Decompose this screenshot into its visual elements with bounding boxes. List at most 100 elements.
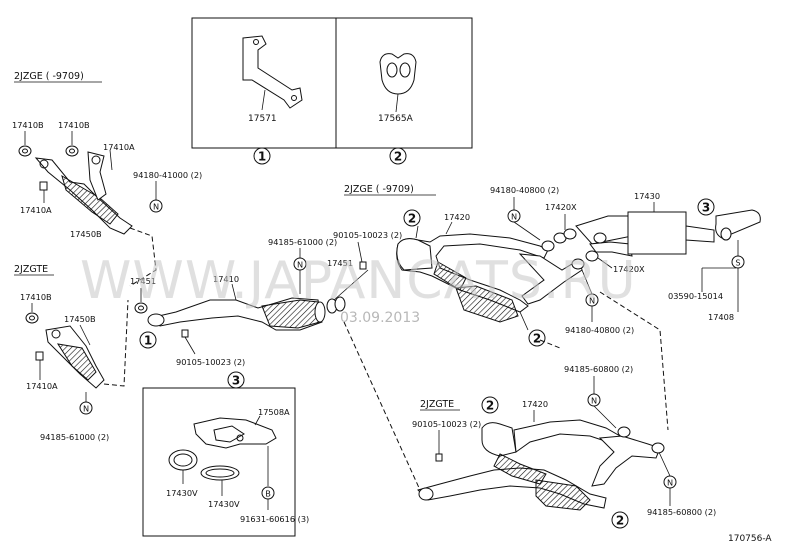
part-17410A-label-2: 17410A: [20, 205, 52, 215]
svg-text:B: B: [265, 489, 271, 499]
part-17408-label: 17408: [708, 312, 734, 322]
svg-text:2: 2: [486, 399, 494, 413]
svg-text:2: 2: [616, 514, 624, 528]
watermark-date: 03.09.2013: [340, 310, 420, 326]
part-91631-60616-label: 91631-60616 (3): [240, 514, 309, 524]
converter-17450B-lower: [45, 324, 105, 389]
header-2jzgte-lower: 2JZGTE: [420, 399, 454, 410]
converter-17450B-upper: [34, 149, 133, 235]
center-pipe-17420-upper: [396, 221, 583, 331]
svg-text:N: N: [511, 212, 517, 222]
circle-2-top: 2: [389, 147, 407, 165]
part-94180-40800-label-b: 94180-40800 (2): [565, 325, 634, 335]
part-94185-61000-label-b: 94185-61000 (2): [268, 237, 337, 247]
part-03590-15014-label: 03590-15014: [668, 291, 723, 301]
watermark-text: WWW.JAPANCATS.RU: [80, 251, 637, 311]
part-17410B-label-2: 17410B: [58, 120, 90, 130]
part-17450B-label-1: 17450B: [70, 229, 102, 239]
nut-N-lower-left: N: [79, 392, 93, 415]
part-17430V-label-b: 17430V: [208, 499, 240, 509]
header-2jzge-mid: 2JZGE ( -9709): [344, 184, 414, 195]
svg-text:2: 2: [533, 332, 541, 346]
part-94185-61000-label-a: 94185-61000 (2): [40, 432, 109, 442]
clamp-S: S: [731, 240, 745, 312]
bolt-90105-lower: [181, 329, 196, 355]
tail-pipe-17430: [575, 202, 715, 257]
nut-N-lower-a: N: [587, 376, 617, 429]
circle-2-lower-b: 2: [611, 511, 629, 529]
bolt-90105-upper: [357, 241, 367, 270]
svg-text:1: 1: [144, 334, 152, 348]
bolt-17410A-upper: [39, 181, 48, 203]
gasket-17410B-1: [18, 131, 32, 157]
bolt-B: B: [261, 486, 275, 510]
part-17410-label: 17410: [213, 274, 239, 284]
part-17430-label: 17430: [634, 191, 660, 201]
part-90105-10023-label-c: 90105-10023 (2): [412, 419, 481, 429]
front-pipe-17410: [147, 283, 326, 331]
part-90105-10023-label-a: 90105-10023 (2): [333, 230, 402, 240]
header-2jzgte-left: 2JZGTE: [14, 264, 48, 275]
part-17571-label: 17571: [248, 114, 277, 124]
part-17430V-label-a: 17430V: [166, 488, 198, 498]
gasket-center: [326, 296, 346, 314]
part-94185-60800-label-a: 94185-60800 (2): [564, 364, 633, 374]
circle-2-mid-b: 2: [528, 329, 546, 347]
part-17420X-label-a: 17420X: [545, 202, 577, 212]
svg-text:2: 2: [408, 212, 416, 226]
bracket-17571-shape: [242, 35, 303, 109]
svg-text:N: N: [589, 296, 595, 306]
bolt-90105-lower-right: [435, 430, 443, 462]
nut-N-upper: N: [149, 181, 163, 213]
circle-1-top: 1: [253, 147, 271, 165]
diagram-id-label: 170756-A: [728, 534, 772, 544]
part-94185-60800-label-b: 94185-60800 (2): [647, 507, 716, 517]
part-17508A-label: 17508A: [258, 407, 290, 417]
gasket-17451-left: [134, 288, 148, 314]
svg-text:2: 2: [394, 150, 402, 164]
circle-2-mid-a: 2: [403, 209, 421, 227]
part-94180-40800-label-a: 94180-40800 (2): [490, 185, 559, 195]
svg-text:N: N: [297, 260, 303, 270]
part-17565A-label: 17565A: [378, 114, 414, 124]
nut-N-mid-b: N: [581, 269, 599, 322]
part-17420-label-a: 17420: [444, 212, 470, 222]
part-17410A-label-3: 17410A: [26, 381, 58, 391]
part-17410B-label-1: 17410B: [12, 120, 44, 130]
tail-tip-17408: [715, 209, 761, 241]
svg-text:N: N: [667, 478, 673, 488]
part-17420X-label-b: 17420X: [613, 264, 645, 274]
svg-text:N: N: [591, 396, 597, 406]
nut-N-center: N: [293, 248, 307, 294]
svg-text:S: S: [735, 258, 740, 268]
svg-text:1: 1: [258, 150, 266, 164]
part-17410B-label-3: 17410B: [20, 292, 52, 302]
header-2jzge-left: 2JZGE ( -9709): [14, 71, 84, 82]
part-17410A-label-1: 17410A: [103, 142, 135, 152]
svg-text:3: 3: [702, 201, 710, 215]
center-pipe-17420-lower: [417, 410, 665, 511]
gaskets-17420X: [541, 214, 613, 270]
svg-text:N: N: [83, 404, 89, 414]
part-94180-41000-label: 94180-41000 (2): [133, 170, 202, 180]
nut-N-lower-b: N: [657, 449, 677, 506]
circle-2-lower-a: 2: [481, 396, 499, 414]
bracket-17508A-shape: [193, 417, 277, 449]
inset-box-bottom: [142, 387, 296, 537]
svg-text:3: 3: [232, 374, 240, 388]
circle-3-mid: 3: [697, 198, 715, 216]
part-17420-label-b: 17420: [522, 399, 548, 409]
gasket-17410B-3: [25, 303, 39, 324]
svg-text:N: N: [153, 202, 159, 212]
inset-box-top: [191, 17, 473, 149]
gasket-17410B-2: [65, 131, 79, 157]
nut-N-mid-a: N: [507, 197, 541, 241]
part-17450B-label-2: 17450B: [64, 314, 96, 324]
part-90105-10023-label-b: 90105-10023 (2): [176, 357, 245, 367]
circle-1-mid: 1: [139, 331, 157, 349]
part-17451-label-2: 17451: [327, 258, 353, 268]
hanger-17565A-shape: [379, 53, 417, 95]
bolt-17410A-lower: [35, 351, 44, 380]
circle-3-bottom: 3: [227, 371, 245, 389]
